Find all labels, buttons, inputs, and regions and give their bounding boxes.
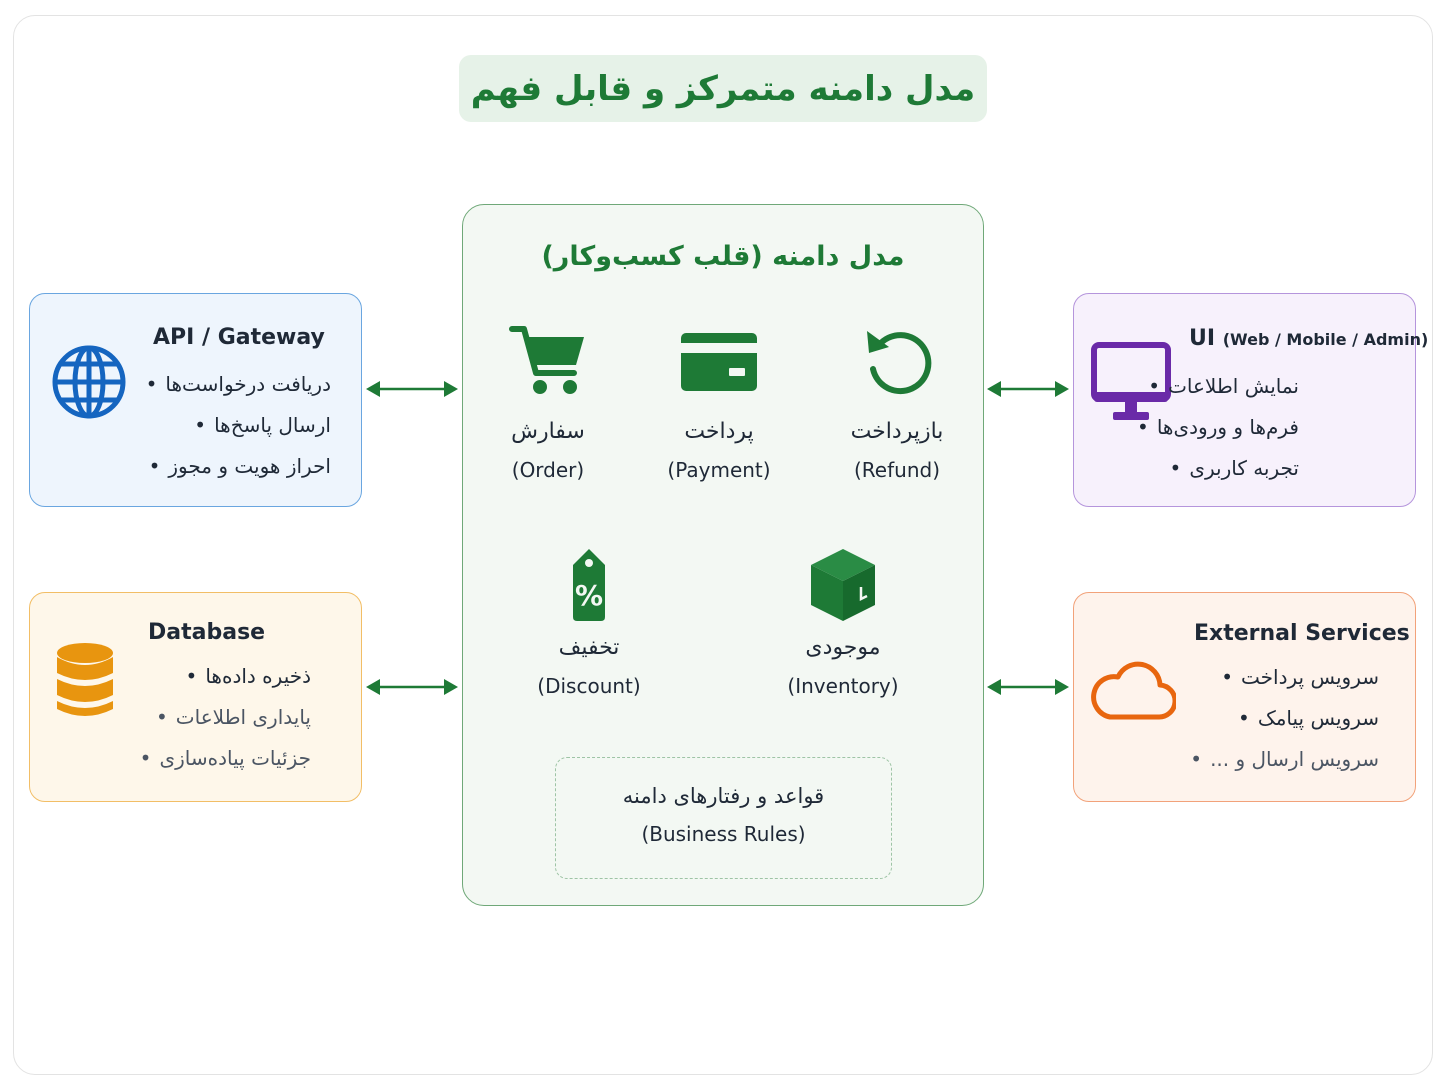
inventory-box-icon [811,549,875,621]
api-gateway-list: دریافت درخواست‌ها ارسال پاسخ‌ها احراز هو… [146,364,331,487]
external-services-heading: External Services [1194,621,1410,646]
ui-list: نمایش اطلاعات فرم‌ها و ورودی‌ها تجربه کا… [1137,366,1299,489]
entity-payment: پرداخت (Payment) [634,323,804,482]
cloud-icon [1091,661,1176,720]
list-item: دریافت درخواست‌ها [146,364,331,405]
refund-arrow-icon [867,331,932,395]
database-icon [57,643,113,716]
list-item: سرویس ارسال و ... [1190,739,1379,780]
api-gateway-heading: API / Gateway [153,325,325,350]
list-item: تجربه کاربری [1137,448,1299,489]
list-item: جزئیات پیاده‌سازی [140,738,311,779]
business-rules-label: قواعد و رفتارهای دامنه [622,784,825,808]
external-services-box: External Services سرویس پرداخت سرویس پیا… [1073,592,1416,802]
list-item: ارسال پاسخ‌ها [146,405,331,446]
domain-model-title: مدل دامنه (قلب کسب‌وکار) [541,241,905,272]
shopping-cart-icon [509,326,584,394]
svg-text:%: % [575,579,603,612]
database-domain-arrow [366,679,458,695]
database-heading: Database [148,620,266,645]
entity-order-english: (Order) [511,458,585,482]
domain-model-panel: مدل دامنه (قلب کسب‌وکار) سفارش (Order) پ… [462,204,984,906]
entity-inventory: موجودی (Inventory) [758,545,928,698]
ui-heading: UI (Web / Mobile / Admin) [1189,326,1428,351]
list-item: احراز هویت و مجوز [146,446,331,487]
entity-order-label: سفارش [511,419,585,444]
ui-subheading: (Web / Mobile / Admin) [1222,330,1429,349]
list-item: سرویس پرداخت [1190,657,1379,698]
entity-payment-label: پرداخت [684,419,754,444]
business-rules-box: قواعد و رفتارهای دامنه (Business Rules) [555,757,892,879]
globe-icon [52,345,126,419]
entity-refund-label: بازپرداخت [850,419,944,444]
list-item: سرویس پیامک [1190,698,1379,739]
credit-card-icon [681,333,757,391]
list-item: فرم‌ها و ورودی‌ها [1137,407,1299,448]
page-title: مدل دامنه متمرکز و قابل فهم [459,55,987,122]
database-box: Database ذخیره داده‌ها پایداری اطلاعات ج… [29,592,362,802]
list-item: پایداری اطلاعات [140,697,311,738]
domain-ui-arrow [987,381,1069,397]
entity-inventory-label: موجودی [805,635,881,660]
entity-inventory-english: (Inventory) [787,674,899,698]
entity-discount-label: تخفیف [558,635,620,660]
api-domain-arrow [366,381,458,397]
database-list: ذخیره داده‌ها پایداری اطلاعات جزئیات پیا… [140,656,311,779]
domain-external-arrow [987,679,1069,695]
api-gateway-box: API / Gateway دریافت درخواست‌ها ارسال پا… [29,293,362,507]
entity-discount-english: (Discount) [537,674,641,698]
list-item: نمایش اطلاعات [1137,366,1299,407]
ui-heading-label: UI [1189,326,1216,351]
entity-discount: % تخفیف (Discount) [504,545,674,698]
ui-box: UI (Web / Mobile / Admin) نمایش اطلاعات … [1073,293,1428,507]
entity-refund-english: (Refund) [854,458,940,482]
external-services-list: سرویس پرداخت سرویس پیامک سرویس ارسال و .… [1190,657,1379,780]
entity-refund: بازپرداخت (Refund) [812,323,982,482]
list-item: ذخیره داده‌ها [140,656,311,697]
entity-order: سفارش (Order) [463,323,633,482]
business-rules-english: (Business Rules) [641,822,806,846]
entity-payment-english: (Payment) [667,458,771,482]
discount-tag-icon: % [573,549,605,621]
